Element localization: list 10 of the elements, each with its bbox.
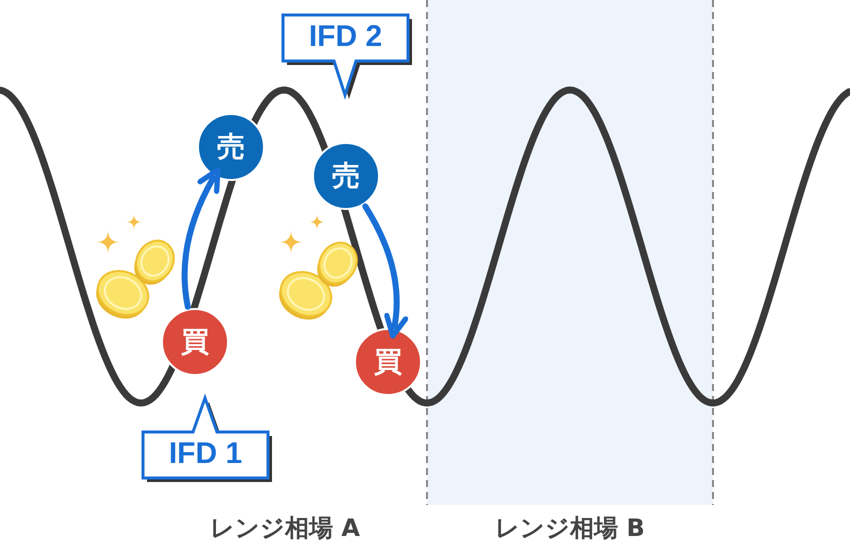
callout-label: IFD 1: [168, 437, 244, 471]
callout-label: IFD 2: [308, 20, 384, 54]
range-label: レンジ相場 A: [210, 513, 360, 544]
range-label: レンジ相場 B: [495, 513, 645, 544]
arrow: [362, 203, 408, 339]
buy-marker: 買: [161, 308, 229, 376]
buy-marker: 買: [354, 328, 422, 396]
sell-marker: 売: [312, 142, 380, 210]
arrow: [182, 167, 220, 310]
sell-marker: 売: [197, 113, 265, 181]
